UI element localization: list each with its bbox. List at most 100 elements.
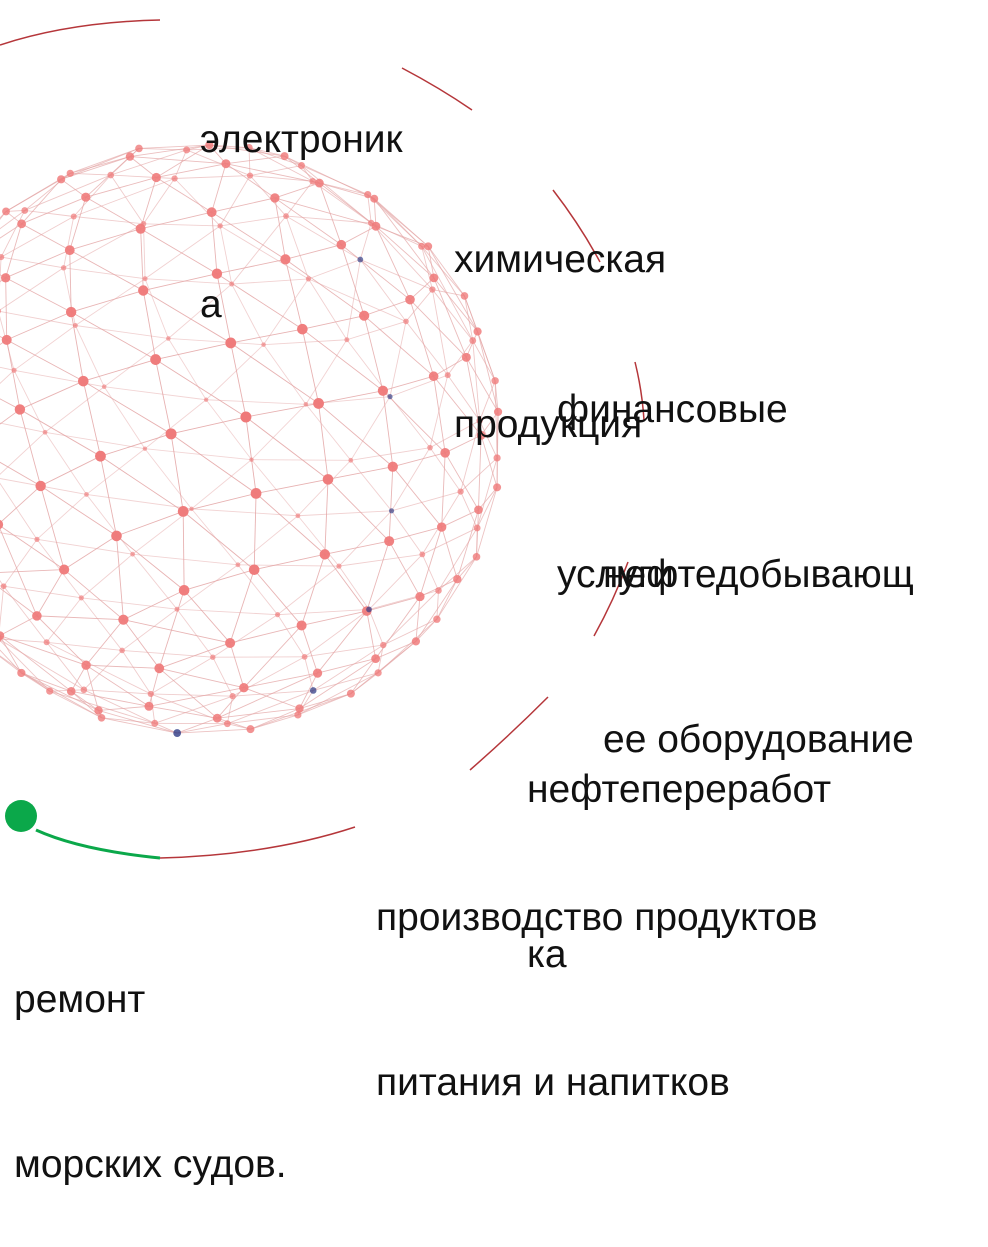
sphere-edge bbox=[1, 217, 74, 258]
sphere-edge bbox=[256, 493, 325, 554]
sphere-edge bbox=[149, 668, 159, 706]
sphere-node bbox=[336, 564, 341, 569]
sphere-edge bbox=[238, 516, 298, 565]
sphere-node bbox=[388, 462, 398, 472]
sphere-node bbox=[81, 686, 88, 693]
sphere-node bbox=[175, 607, 180, 612]
sphere-node bbox=[15, 404, 25, 414]
sphere-node bbox=[183, 146, 190, 153]
sphere-edge bbox=[70, 229, 141, 250]
sphere-edge bbox=[104, 387, 145, 449]
sphere-edge bbox=[432, 290, 447, 376]
sphere-edge bbox=[256, 479, 328, 493]
sphere-node bbox=[249, 564, 260, 575]
sphere-edge bbox=[25, 210, 74, 216]
sphere-node bbox=[171, 175, 177, 181]
sphere-node bbox=[166, 336, 171, 341]
sphere-node bbox=[437, 522, 446, 531]
sphere-edge bbox=[20, 381, 83, 409]
sphere-edge bbox=[177, 609, 278, 614]
sphere-edge bbox=[0, 257, 1, 311]
sphere-edge bbox=[406, 321, 448, 375]
sphere-node bbox=[405, 295, 415, 305]
sphere-edge bbox=[0, 616, 37, 636]
sphere-node bbox=[119, 648, 125, 654]
sphere-edge bbox=[457, 510, 478, 579]
sphere-edge bbox=[86, 665, 159, 668]
sphere-edge bbox=[133, 554, 177, 609]
sphere-node bbox=[440, 448, 450, 458]
sphere-edge bbox=[305, 609, 369, 656]
sphere-edge bbox=[104, 387, 206, 400]
active-marker-dot[interactable] bbox=[5, 800, 37, 832]
sphere-edge bbox=[252, 404, 306, 459]
sphere-edge bbox=[37, 570, 64, 616]
sphere-edge bbox=[117, 536, 124, 620]
sphere-node bbox=[143, 276, 148, 281]
sphere-node bbox=[65, 245, 75, 255]
sphere-edge bbox=[47, 642, 122, 650]
sphere-node bbox=[371, 654, 380, 663]
sphere-edge bbox=[389, 541, 420, 597]
sphere-node bbox=[347, 690, 355, 698]
sphere-edge bbox=[406, 290, 432, 322]
sphere-edge bbox=[325, 479, 328, 554]
sphere-node bbox=[79, 595, 84, 600]
sphere-edge bbox=[369, 591, 438, 610]
sphere-edge bbox=[0, 526, 37, 539]
sphere-node bbox=[135, 145, 143, 153]
sphere-edge bbox=[71, 312, 155, 360]
sphere-node bbox=[474, 525, 481, 532]
sphere-edge bbox=[313, 673, 378, 691]
sphere-edge bbox=[416, 619, 437, 641]
sphere-edge bbox=[145, 449, 192, 509]
sphere-node bbox=[66, 307, 76, 317]
sphere-node bbox=[173, 729, 181, 737]
sphere-node bbox=[189, 507, 193, 511]
sphere-edge bbox=[100, 456, 116, 536]
sphere-edge bbox=[74, 175, 111, 216]
sphere-node bbox=[44, 639, 50, 645]
sector-label-food-production[interactable]: производство продуктов питания и напитко… bbox=[376, 780, 817, 1165]
sphere-edge bbox=[159, 668, 244, 687]
sphere-edge bbox=[183, 511, 184, 590]
sphere-node bbox=[236, 562, 241, 567]
sphere-node bbox=[32, 611, 42, 621]
sphere-node bbox=[310, 687, 317, 694]
sphere-node bbox=[366, 607, 372, 613]
sphere-edge bbox=[254, 493, 256, 569]
sphere-edge bbox=[37, 539, 133, 554]
arc-segment bbox=[160, 827, 355, 858]
sector-label-electronics[interactable]: электроник а bbox=[200, 2, 403, 387]
sphere-edge bbox=[302, 554, 325, 625]
sphere-edge bbox=[213, 657, 233, 696]
sphere-edge bbox=[171, 434, 183, 512]
sphere-edge bbox=[122, 650, 151, 694]
sphere-node bbox=[302, 654, 308, 660]
sphere-node bbox=[67, 170, 74, 177]
sphere-node bbox=[380, 642, 386, 648]
sphere-node bbox=[445, 372, 451, 378]
sphere-node bbox=[213, 714, 222, 723]
sphere-edge bbox=[0, 370, 14, 416]
sphere-edge bbox=[45, 432, 145, 448]
sphere-edge bbox=[252, 460, 351, 461]
sphere-node bbox=[98, 714, 106, 722]
sphere-edge bbox=[437, 591, 439, 620]
sphere-edge bbox=[81, 554, 132, 598]
sphere-edge bbox=[86, 620, 123, 666]
sphere-node bbox=[2, 208, 10, 216]
sphere-edge bbox=[156, 360, 171, 434]
sphere-edge bbox=[367, 611, 376, 659]
sphere-edge bbox=[6, 278, 71, 312]
sphere-edge bbox=[437, 579, 457, 619]
sector-label-ship-repair[interactable]: ремонт морских судов. bbox=[14, 862, 287, 1247]
sphere-node bbox=[34, 537, 39, 542]
sphere-edge bbox=[390, 397, 430, 448]
sphere-edge bbox=[278, 566, 339, 615]
sphere-node bbox=[111, 531, 122, 542]
sphere-edge bbox=[0, 432, 45, 478]
sphere-edge bbox=[83, 360, 155, 382]
sphere-node bbox=[403, 319, 409, 325]
sphere-node bbox=[178, 506, 189, 517]
